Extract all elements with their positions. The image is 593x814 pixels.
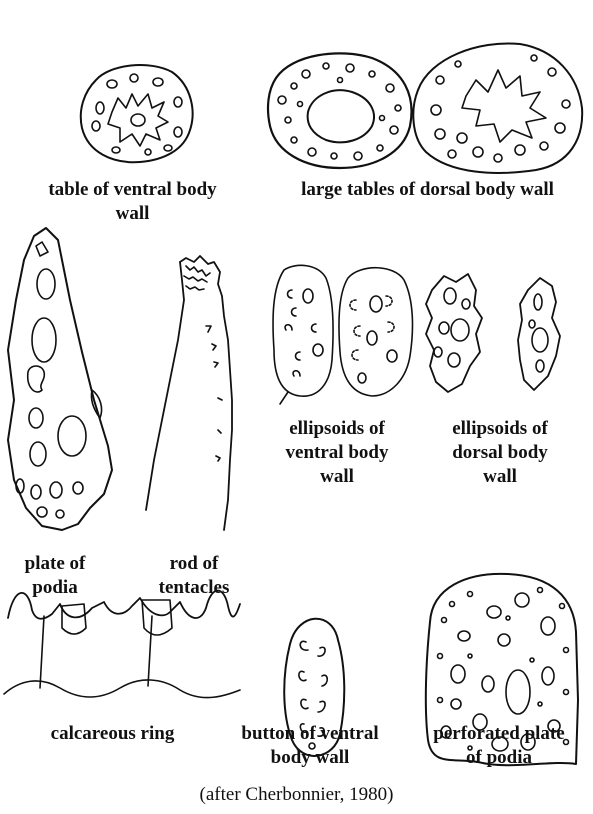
label-large-tables-dorsal: large tables of dorsal body wall [262,178,593,202]
ventral-ellipsoid-drawing-1 [273,265,333,404]
figure-credit: (after Cherbonnier, 1980) [0,783,593,807]
rod-of-tentacles-drawing [146,256,232,530]
label-perforated-plate: perforated plate of podia [405,722,593,770]
dorsal-ellipsoid-drawing-2 [518,278,560,390]
ventral-table-drawing [81,65,193,162]
label-ellipsoids-ventral: ellipsoids of ventral body wall [262,417,412,489]
label-button-ventral: button of ventral body wall [210,722,410,770]
label-rod-tentacles: rod of tentacles [130,552,258,600]
ventral-ellipsoid-drawing-2 [339,268,413,396]
label-ellipsoids-dorsal: ellipsoids of dorsal body wall [420,417,580,489]
dorsal-ellipsoid-drawing-1 [426,274,482,392]
dorsal-table-drawing-1 [268,53,411,168]
calcareous-ring-drawing [4,591,240,698]
plate-of-podia-drawing [8,228,112,530]
label-calcareous-ring: calcareous ring [0,722,225,746]
label-table-ventral: table of ventral body wall [0,178,265,226]
dorsal-table-drawing-2 [413,43,582,172]
label-plate-podia: plate of podia [0,552,110,600]
